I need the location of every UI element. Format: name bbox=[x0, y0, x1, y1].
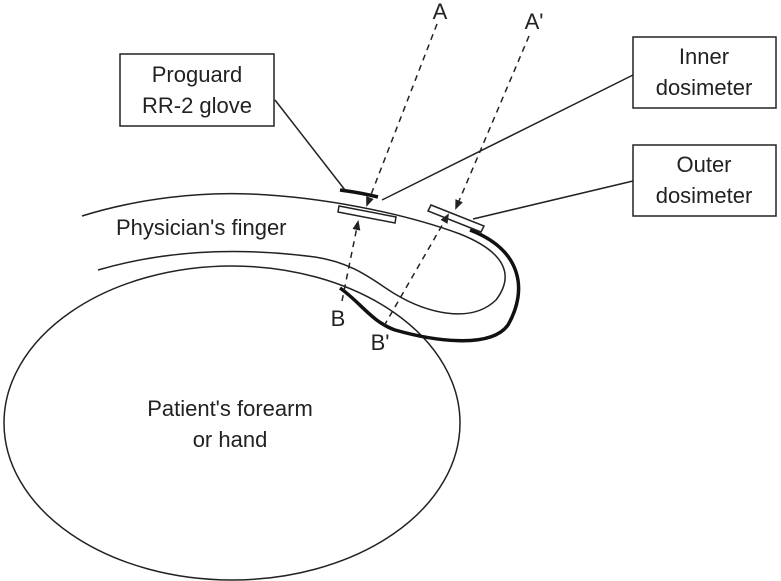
inner-dosimeter-label-box bbox=[632, 36, 777, 109]
inner-dosimeter-leader-line bbox=[381, 74, 634, 201]
patient-label-line1: Patient's forearm bbox=[147, 396, 313, 421]
outer-dosimeter-leader-line bbox=[472, 180, 634, 220]
glove-top-edge bbox=[339, 188, 379, 199]
patient-label-line2: or hand bbox=[193, 427, 268, 452]
inner-dosimeter-label-line2: dosimeter bbox=[656, 75, 753, 100]
outer-dosimeter-label-box bbox=[632, 144, 777, 217]
glove-label-line1: Proguard bbox=[152, 62, 243, 87]
ray-b-prime-arrow bbox=[383, 213, 449, 327]
outer-dosimeter-label-line2: dosimeter bbox=[656, 183, 753, 208]
finger-label: Physician's finger bbox=[116, 215, 287, 240]
ray-b-label: B bbox=[331, 306, 346, 331]
ray-a-prime-label: A' bbox=[525, 9, 544, 34]
glove-label-box bbox=[119, 53, 275, 127]
outer-dosimeter bbox=[426, 204, 486, 233]
ray-b-prime-label: B' bbox=[371, 330, 390, 355]
patient-forearm-shape bbox=[3, 265, 461, 581]
inner-dosimeter-label-line1: Inner bbox=[679, 44, 729, 69]
ray-a-prime-arrow bbox=[455, 35, 530, 210]
inner-dosimeter bbox=[337, 205, 397, 224]
ray-a-label: A bbox=[433, 0, 448, 24]
glove-outer-edge bbox=[338, 228, 521, 343]
finger-upper-outline bbox=[81, 192, 506, 315]
glove-leader-line bbox=[274, 99, 346, 191]
glove-label-line2: RR-2 glove bbox=[142, 93, 252, 118]
ray-b-arrow bbox=[341, 220, 361, 302]
outer-dosimeter-label-line1: Outer bbox=[676, 152, 731, 177]
